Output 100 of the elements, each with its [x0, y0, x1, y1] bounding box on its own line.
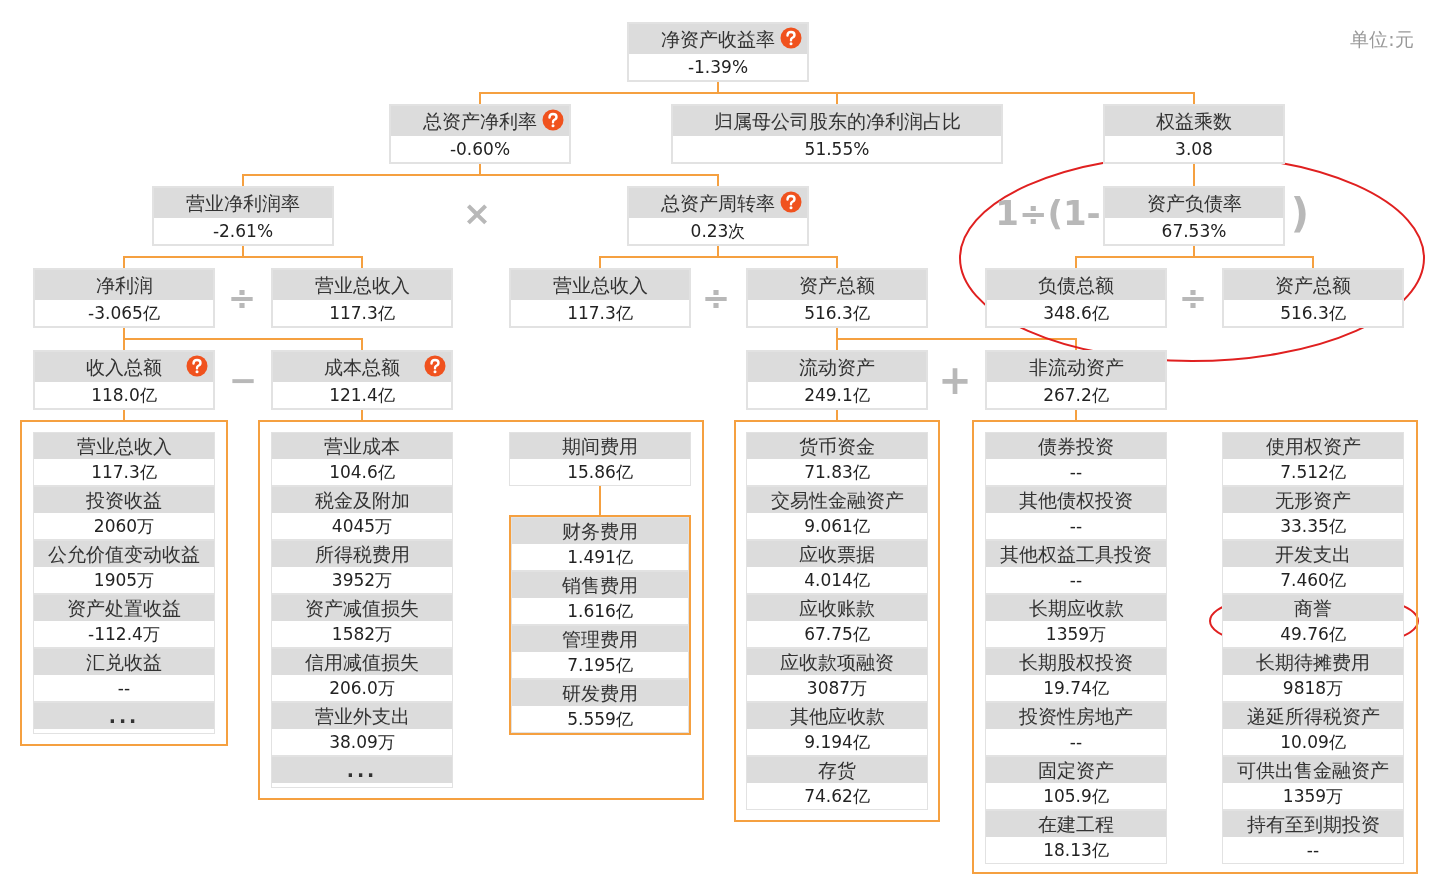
metric-name: 其他权益工具投资	[986, 541, 1166, 567]
item-card	[271, 594, 453, 648]
metric-name: 资产处置收益	[34, 595, 214, 621]
connector-line	[717, 245, 838, 269]
metric-name: 销售费用	[512, 572, 688, 598]
metric-name: 可供出售金融资产	[1223, 757, 1403, 783]
metric-name: 税金及附加	[272, 487, 452, 513]
metric-name: 其他应收款	[747, 703, 927, 729]
operator-sign: ×	[462, 193, 492, 233]
item-card	[985, 540, 1167, 594]
metric-name: 总资产周转率	[629, 188, 807, 218]
operator-sign: +	[938, 357, 972, 403]
item-card	[1222, 486, 1404, 540]
item-card	[271, 648, 453, 702]
item-card	[33, 648, 215, 702]
metric-name: 净利润	[35, 270, 213, 300]
metric-card	[389, 104, 571, 164]
item-card	[985, 432, 1167, 486]
operator-sign: ÷	[1178, 277, 1208, 317]
metric-name: ...	[34, 703, 214, 729]
group-frame	[509, 515, 691, 735]
metric-name: 在建工程	[986, 811, 1166, 837]
metric-name: 营业总收入	[511, 270, 689, 300]
item-card	[511, 517, 689, 571]
item-card	[511, 571, 689, 625]
item-card	[985, 810, 1167, 864]
metric-name: 资产减值损失	[272, 595, 452, 621]
formula-text: )	[1290, 190, 1310, 236]
metric-card	[509, 268, 691, 328]
metric-name: 权益乘数	[1105, 106, 1283, 136]
item-card	[746, 648, 928, 702]
metric-name: 总资产净利率	[391, 106, 569, 136]
metric-card	[1222, 268, 1404, 328]
metric-name: 研发费用	[512, 680, 688, 706]
metric-name: 持有至到期投资	[1223, 811, 1403, 837]
item-card	[33, 594, 215, 648]
connector-line	[361, 409, 363, 421]
metric-name: 归属母公司股东的净利润占比	[673, 106, 1001, 136]
metric-name: 营业净利润率	[154, 188, 332, 218]
metric-name: 应收款项融资	[747, 649, 927, 675]
metric-name: 固定资产	[986, 757, 1166, 783]
metric-name: 递延所得税资产	[1223, 703, 1403, 729]
metric-name: 长期股权投资	[986, 649, 1166, 675]
metric-name: 净资产收益率	[629, 24, 807, 54]
item-card	[271, 432, 453, 486]
metric-name: 信用减值损失	[272, 649, 452, 675]
connector-line	[599, 485, 601, 516]
item-card	[511, 625, 689, 679]
item-card	[746, 594, 928, 648]
metric-name: 管理费用	[512, 626, 688, 652]
item-card	[985, 486, 1167, 540]
metric-card	[627, 186, 809, 246]
operator-sign: −	[228, 360, 258, 400]
item-card	[33, 432, 215, 486]
metric-name: 商誉	[1223, 595, 1403, 621]
metric-name: 营业外支出	[272, 703, 452, 729]
item-card	[271, 486, 453, 540]
formula-text: 1÷(1-	[995, 193, 1101, 233]
connector-line	[1075, 409, 1077, 421]
item-card	[985, 648, 1167, 702]
metric-card	[152, 186, 334, 246]
item-card	[746, 756, 928, 810]
metric-name: 开发支出	[1223, 541, 1403, 567]
metric-name: 应收账款	[747, 595, 927, 621]
metric-name: 应收票据	[747, 541, 927, 567]
item-card	[33, 486, 215, 540]
metric-name: 公允价值变动收益	[34, 541, 214, 567]
item-card	[1222, 648, 1404, 702]
metric-card	[33, 350, 215, 410]
metric-name: 交易性金融资产	[747, 487, 927, 513]
metric-name: ...	[272, 757, 452, 783]
metric-name: 负债总额	[987, 270, 1165, 300]
connector-line	[123, 409, 125, 421]
connector-line	[242, 245, 363, 269]
metric-card	[627, 22, 809, 82]
item-card	[509, 432, 691, 486]
metric-card	[671, 104, 1003, 164]
metric-card	[271, 350, 453, 410]
metric-name: 投资收益	[34, 487, 214, 513]
item-card	[511, 679, 689, 733]
group-frame	[20, 420, 228, 746]
metric-name: 营业总收入	[273, 270, 451, 300]
item-card	[1222, 810, 1404, 864]
connector-line	[836, 327, 1077, 351]
metric-name: 流动资产	[748, 352, 926, 382]
metric-name: 成本总额	[273, 352, 451, 382]
metric-name: 非流动资产	[987, 352, 1165, 382]
metric-name: 使用权资产	[1223, 433, 1403, 459]
metric-name: 所得税费用	[272, 541, 452, 567]
item-card	[985, 594, 1167, 648]
item-card	[1222, 594, 1404, 648]
metric-name: 长期应收款	[986, 595, 1166, 621]
metric-card	[985, 268, 1167, 328]
item-card	[1222, 540, 1404, 594]
item-card	[746, 702, 928, 756]
item-card	[271, 540, 453, 594]
metric-card	[746, 268, 928, 328]
metric-name: 营业成本	[272, 433, 452, 459]
metric-name: 投资性房地产	[986, 703, 1166, 729]
metric-card	[1103, 186, 1285, 246]
